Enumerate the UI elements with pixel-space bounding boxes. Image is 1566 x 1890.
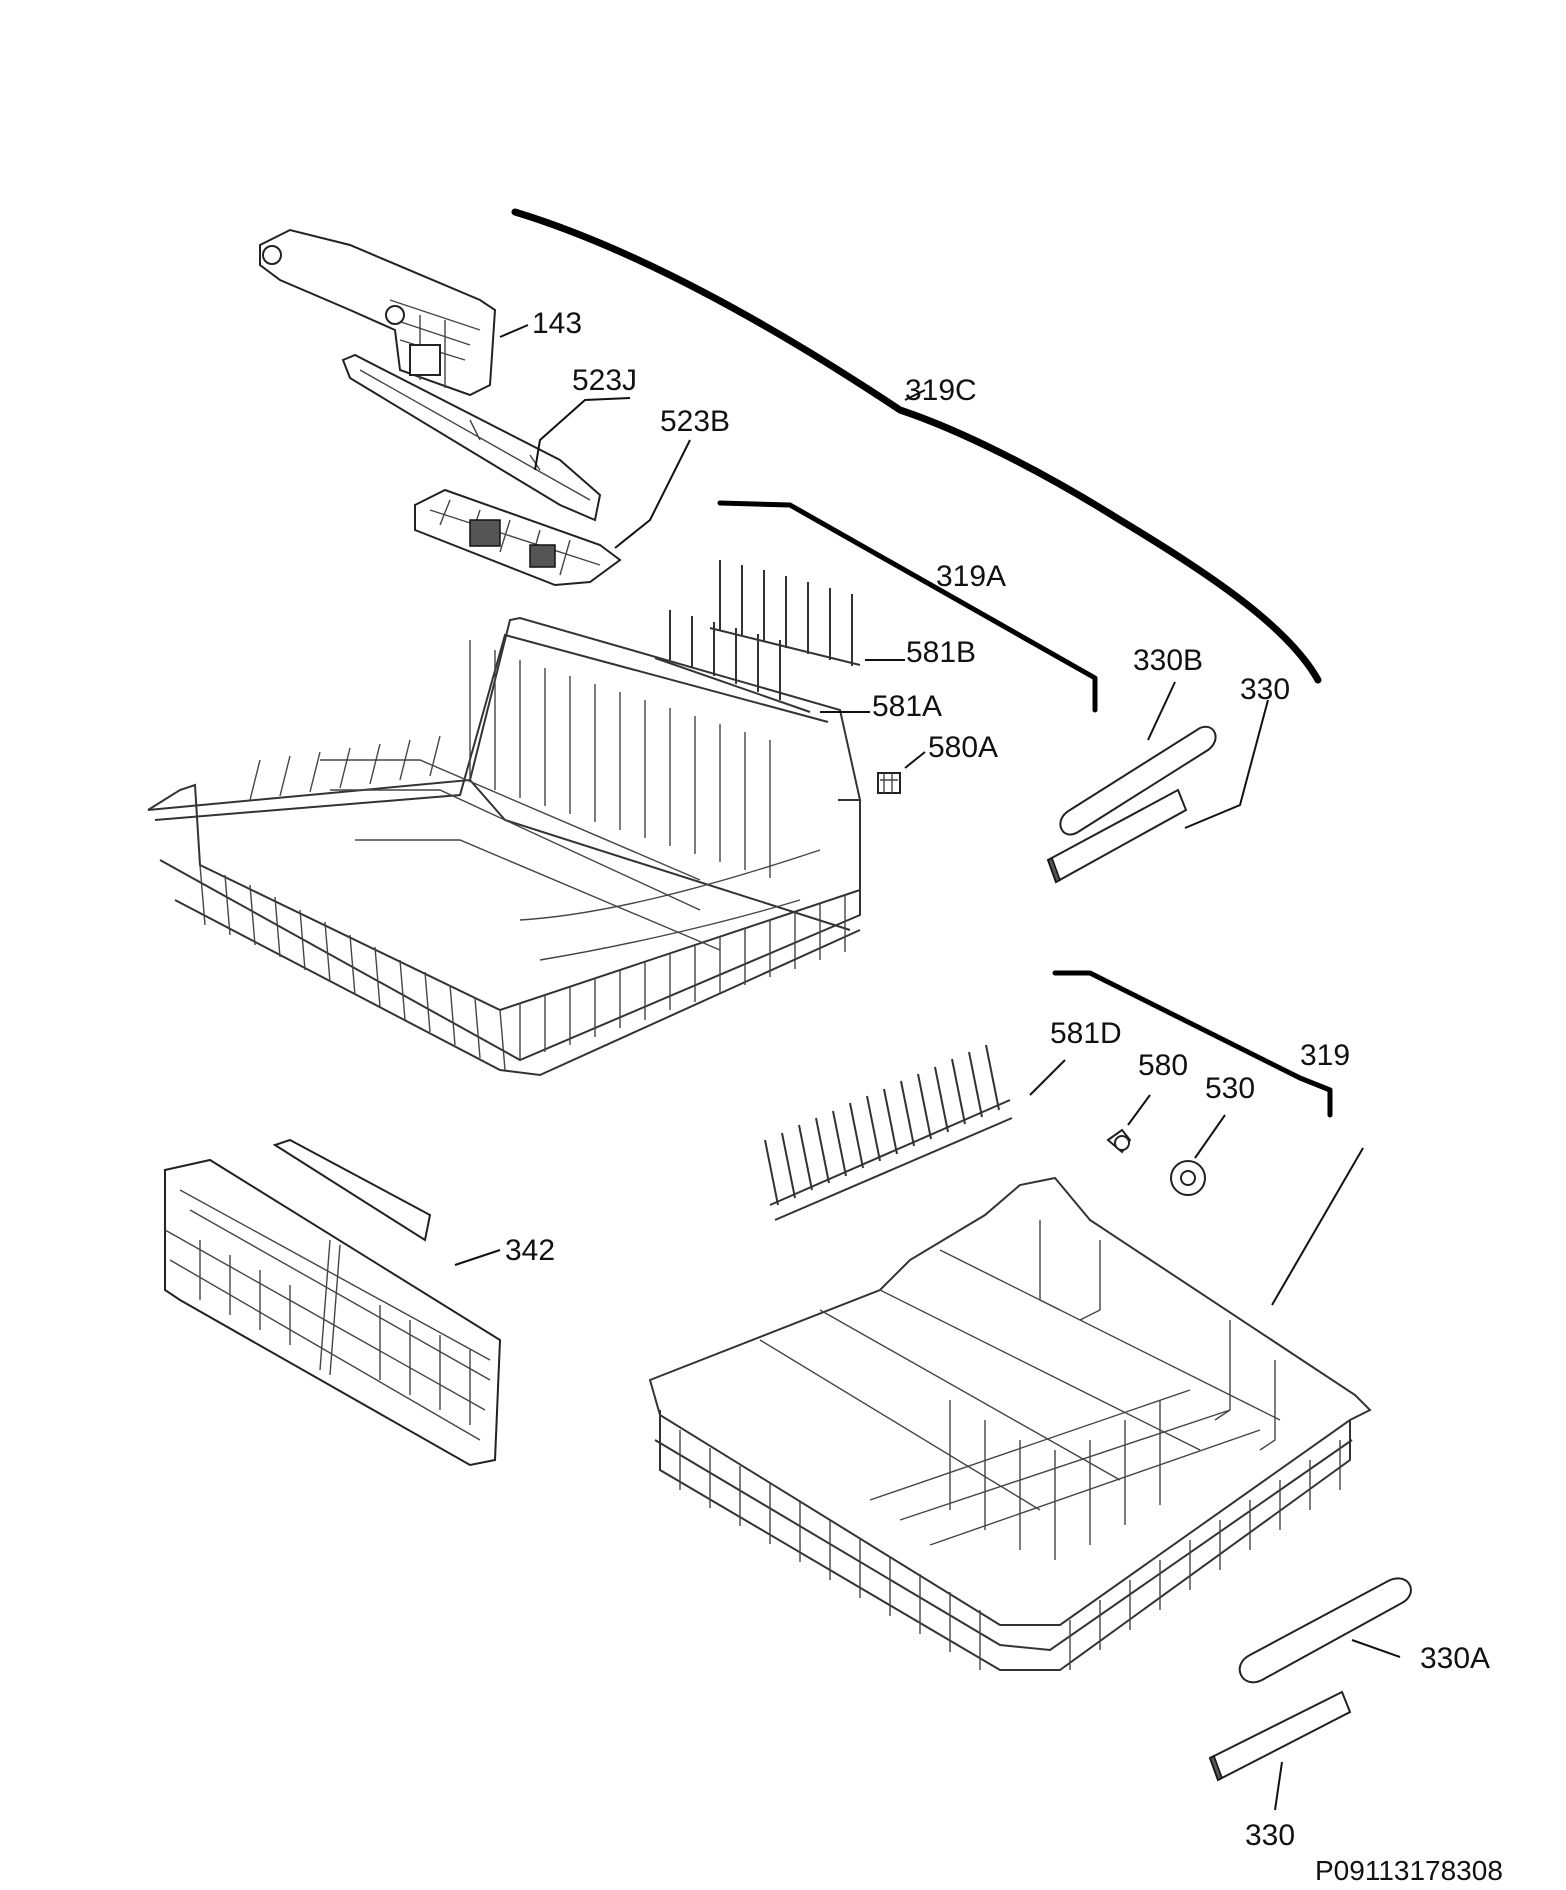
leader-330b: [1147, 681, 1176, 741]
tube-330b: [1059, 725, 1217, 836]
label-143: 143: [532, 307, 582, 340]
rack-581b: [709, 560, 861, 666]
rail-319c: [511, 208, 1322, 684]
rail-319: [1052, 970, 1333, 1118]
leader-580a: [904, 751, 926, 769]
wheel-530: [1170, 1160, 1206, 1196]
label-523j: 523J: [572, 364, 637, 397]
label-342: 342: [505, 1234, 555, 1267]
rail-523j: [341, 353, 602, 522]
leader-342: [454, 1249, 501, 1266]
leader-581d: [1029, 1059, 1066, 1096]
clip-580a: [877, 772, 901, 794]
leader-319c: [904, 389, 926, 401]
label-319a: 319A: [936, 560, 1006, 593]
strip-330-lower: [1208, 1690, 1352, 1782]
label-330a: 330A: [1420, 1642, 1490, 1675]
label-330-upper: 330: [1240, 673, 1290, 706]
leader-330a: [1351, 1639, 1401, 1658]
rack-581a: [654, 610, 811, 713]
rack-581d: [764, 1044, 1013, 1221]
label-581d: 581D: [1050, 1017, 1122, 1050]
leader-523b: [614, 439, 691, 549]
rail-319a: [717, 500, 1098, 713]
label-319c: 319C: [905, 374, 977, 407]
clip-523b: [414, 488, 622, 587]
leader-143: [499, 324, 529, 338]
leader-330-upper: [1184, 699, 1269, 829]
label-580: 580: [1138, 1049, 1188, 1082]
label-330-lower: 330: [1245, 1819, 1295, 1852]
clip-580: [1106, 1128, 1132, 1154]
tube-330a: [1238, 1577, 1412, 1684]
leader-330-lower: [1274, 1761, 1283, 1811]
leader-523j: [534, 397, 631, 471]
label-330b: 330B: [1133, 644, 1203, 677]
label-523b: 523B: [660, 405, 730, 438]
cutlery-basket-342: [164, 1138, 502, 1467]
document-id: P09113178308: [1315, 1855, 1503, 1886]
leader-530: [1194, 1114, 1226, 1159]
label-581a: 581A: [872, 690, 942, 723]
upper-basket: [147, 616, 862, 1077]
strip-330-upper: [1046, 788, 1188, 884]
label-319: 319: [1300, 1039, 1350, 1072]
leader-319: [1271, 1147, 1364, 1306]
leader-580: [1127, 1094, 1151, 1126]
label-530: 530: [1205, 1072, 1255, 1105]
label-581b: 581B: [906, 636, 976, 669]
bracket-143: [259, 228, 497, 397]
label-580a: 580A: [928, 731, 998, 764]
lower-basket: [648, 1176, 1372, 1671]
